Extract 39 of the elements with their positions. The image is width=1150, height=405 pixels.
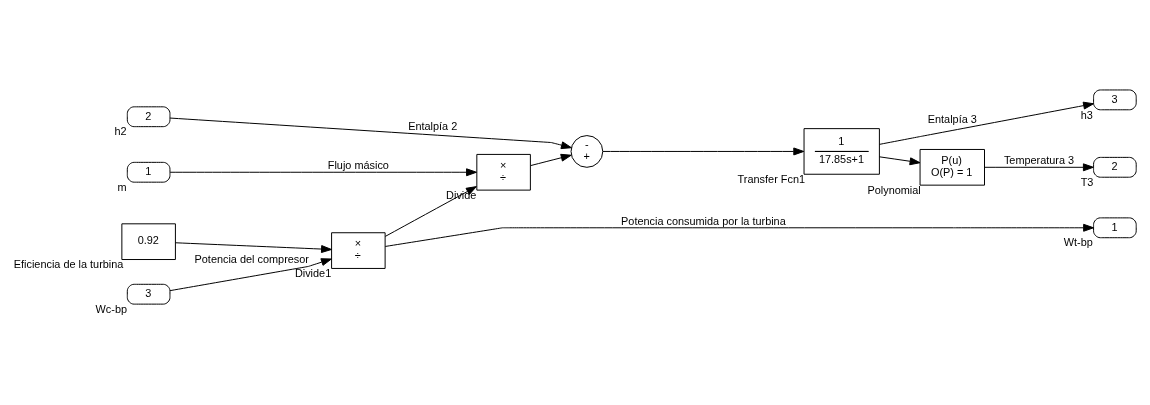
- arrow: [984, 162, 1094, 171]
- node-label: h2: [114, 124, 127, 137]
- node-box: P(u) O(P) = 1: [919, 148, 985, 186]
- node-label: Wc-bp: [95, 302, 128, 315]
- node-label: Divide1: [294, 266, 332, 279]
- arrow: [384, 223, 1095, 247]
- node-circle: - +: [570, 134, 604, 168]
- node-box: 2: [126, 105, 171, 127]
- node-label: Polynomial: [867, 183, 921, 196]
- node-label: h3: [1080, 108, 1093, 121]
- edge-label: Potencia consumida por la turbina: [621, 214, 786, 227]
- node-box: 0.92: [121, 222, 176, 260]
- edge-label: Potencia del compresor: [194, 252, 309, 265]
- edge-label: Entalpía 2: [408, 119, 458, 132]
- node-label: m: [117, 180, 127, 193]
- arrow: [602, 146, 805, 155]
- arrow: [169, 117, 572, 149]
- node-box: 1: [1093, 216, 1137, 238]
- arrow: [384, 185, 477, 237]
- node-label: Transfer Fcn1: [737, 172, 805, 185]
- edge-label: Temperatura 3: [1003, 153, 1075, 166]
- node-box: 3: [1093, 88, 1137, 110]
- arrow: [879, 101, 1094, 145]
- node-box: 2: [1093, 156, 1137, 178]
- node-label: Wt-bp: [1063, 235, 1093, 248]
- arrow: [169, 257, 332, 291]
- arrow: [175, 241, 332, 253]
- edge-label: Entalpía 3: [927, 111, 977, 124]
- arrow: [169, 167, 477, 176]
- node-label: Eficiencia de la turbina: [13, 257, 124, 270]
- node-box: 1 17.85s+1: [803, 127, 880, 175]
- arrow: [530, 153, 572, 166]
- node-box: × ÷: [476, 153, 531, 191]
- node-box: × ÷: [331, 231, 386, 269]
- edge-label: Flujo másico: [327, 158, 389, 171]
- arrow: [878, 155, 921, 165]
- node-box: 3: [126, 283, 171, 305]
- node-box: 1: [126, 161, 171, 183]
- node-label: T3: [1080, 175, 1094, 188]
